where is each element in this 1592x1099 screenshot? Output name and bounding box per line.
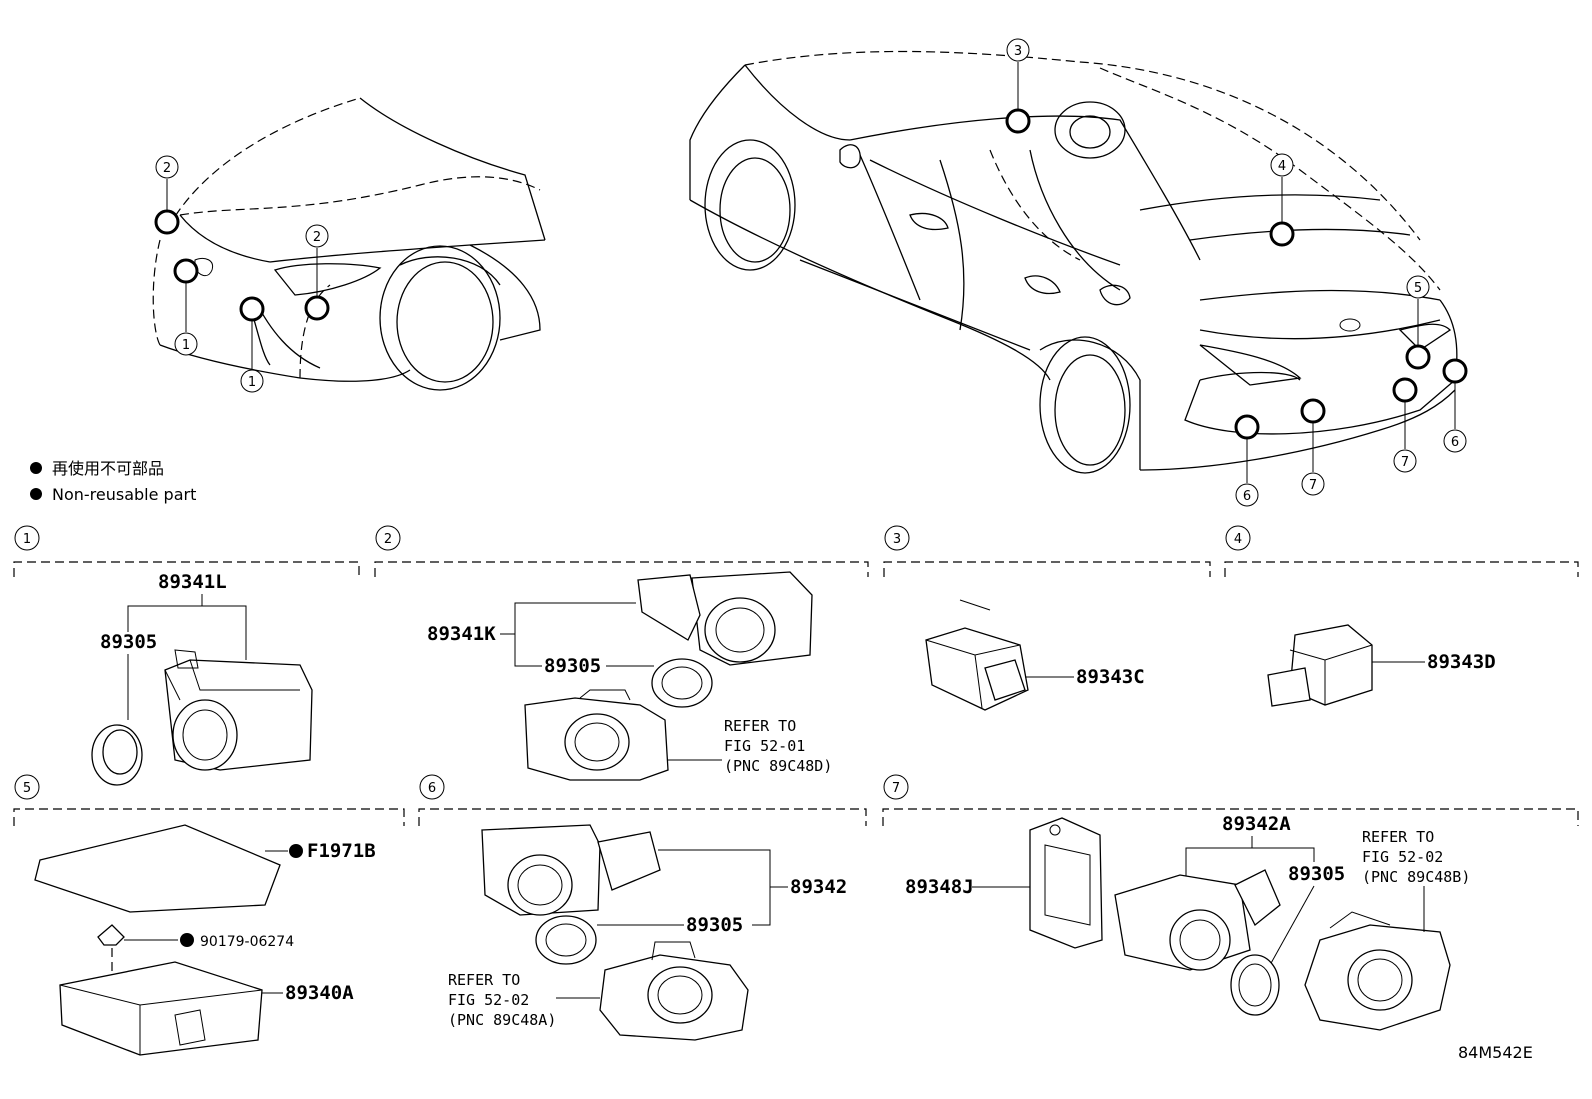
rear-callout-6a: 6: [1451, 435, 1459, 450]
label-89305-s7: 89305: [1288, 863, 1345, 885]
rear-callout-4: 4: [1278, 159, 1286, 174]
legend: 再使用不可部品 Non-reusable part: [30, 459, 196, 504]
front-callout-1b: 1: [248, 375, 256, 390]
label-89341L: 89341L: [158, 571, 227, 593]
refer-s7-line1: REFER TO: [1362, 828, 1434, 846]
refer-s2-line3: (PNC 89C48D): [724, 757, 832, 775]
section-2-number: 2: [384, 532, 392, 547]
legend-en: Non-reusable part: [52, 485, 196, 504]
label-89305-s1: 89305: [100, 631, 157, 653]
rear-callout-3: 3: [1014, 44, 1022, 59]
section-7-number: 7: [892, 781, 900, 796]
rear-callout-7a: 7: [1401, 455, 1409, 470]
section-headers: 1 2 3 4 5 6 7: [13, 525, 1579, 826]
refer-s2-line1: REFER TO: [724, 717, 796, 735]
label-F1971B: F1971B: [307, 840, 376, 862]
section-5-parts: F1971B 90179-06274 89340A: [34, 824, 376, 1056]
section-1-parts: 89341L 89305: [91, 571, 313, 786]
refer-s7-line2: FIG 52-02: [1362, 848, 1443, 866]
label-89343C: 89343C: [1076, 666, 1145, 688]
section-6-parts: 89342 89305 REFER TO FIG 52-02 (PNC 89C4…: [448, 824, 847, 1041]
front-callout-2b: 2: [313, 230, 321, 245]
refer-s6-line1: REFER TO: [448, 971, 520, 989]
section-1-number: 1: [23, 532, 31, 547]
rear-callout-7b: 7: [1309, 478, 1317, 493]
label-89348J: 89348J: [905, 876, 974, 898]
label-89343D: 89343D: [1427, 651, 1496, 673]
section-4-parts: 89343D: [1267, 624, 1496, 707]
section-3-parts: 89343C: [925, 599, 1145, 711]
label-89305-s2: 89305: [544, 655, 601, 677]
label-89342-s6: 89342: [790, 876, 847, 898]
section-6-number: 6: [428, 781, 436, 796]
front-callout-1a: 1: [182, 338, 190, 353]
front-callout-2a: 2: [163, 161, 171, 176]
refer-s2-line2: FIG 52-01: [724, 737, 805, 755]
rear-vehicle-view: 3 4 5 6 7 7 6: [689, 38, 1468, 507]
section-7-parts: 89342A 89348J 89305 REFER TO FIG 52-02 (…: [905, 813, 1470, 1031]
section-5-number: 5: [23, 781, 31, 796]
label-89305-s6: 89305: [686, 914, 743, 936]
label-90179-06274: 90179-06274: [200, 934, 294, 950]
label-89341K: 89341K: [427, 623, 496, 645]
refer-s6-line3: (PNC 89C48A): [448, 1011, 556, 1029]
refer-s7-line3: (PNC 89C48B): [1362, 868, 1470, 886]
rear-callout-5: 5: [1414, 281, 1422, 296]
legend-jp: 再使用不可部品: [52, 459, 164, 478]
front-vehicle-view: 2 1 2 1: [152, 97, 546, 393]
rear-callout-6b: 6: [1243, 489, 1251, 504]
label-89342A: 89342A: [1222, 813, 1291, 835]
section-2-parts: 89341K 89305 REFER TO FIG 52-01 (PNC 89C…: [427, 571, 832, 781]
figure-code: 84M542E: [1458, 1043, 1533, 1062]
label-89340A: 89340A: [285, 982, 354, 1004]
section-4-number: 4: [1234, 532, 1242, 547]
section-3-number: 3: [893, 532, 901, 547]
refer-s6-line2: FIG 52-02: [448, 991, 529, 1009]
